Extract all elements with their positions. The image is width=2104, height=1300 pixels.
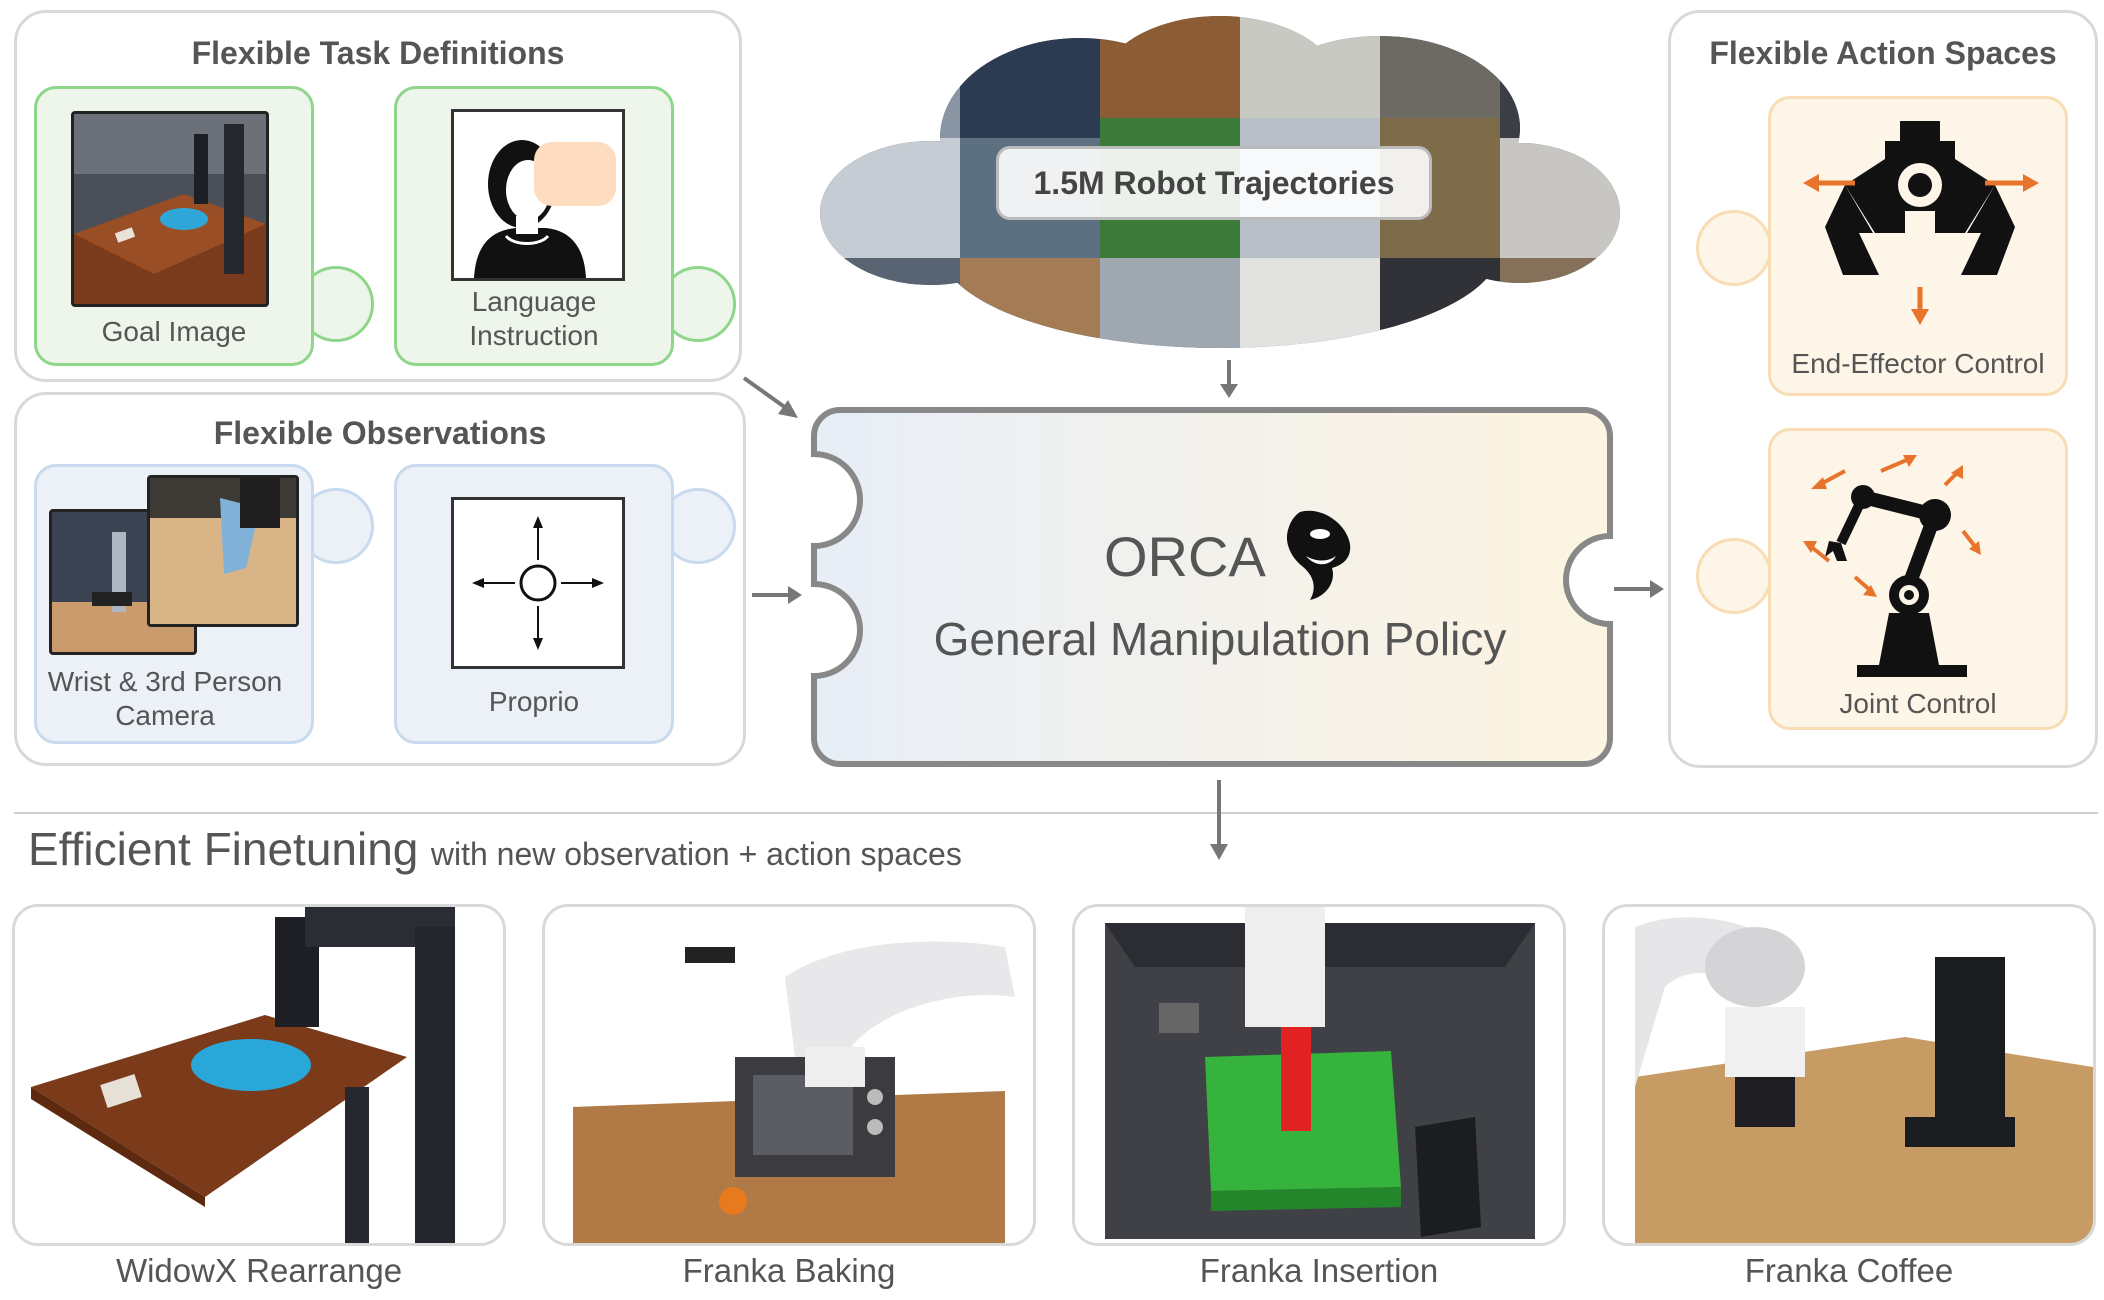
ee-control-label: End-Effector Control [1791,348,2045,379]
robot-arm-icon [1785,445,2055,685]
joint-control-label: Joint Control [1839,688,1997,719]
joint-control-card: Joint Control [1768,428,2068,730]
franka-coffee-label: Franka Coffee [1744,1252,1954,1289]
arrow-observations-to-policy [752,586,802,604]
arrow-policy-to-actions [1614,580,1664,598]
franka-coffee-thumb [1602,904,2096,1246]
camera-label-line2: Camera [115,700,215,731]
arrow-policy-to-finetuning [1210,780,1228,860]
franka-insertion-label: Franka Insertion [1199,1252,1439,1289]
franka-baking-thumb [542,904,1036,1246]
arrow-tasks-to-policy [742,376,798,418]
franka-baking-label: Franka Baking [682,1252,896,1289]
wrist-camera-photo [147,475,299,627]
action-spaces-title: Flexible Action Spaces [1709,35,2057,71]
cloud-label: 1.5M Robot Trajectories [1033,165,1395,201]
joint-puzzle-knob [1696,538,1772,614]
task-definitions-title: Flexible Task Definitions [191,35,565,71]
orca-subtitle: General Manipulation Policy [933,613,1507,665]
widowx-rearrange-label: WidowX Rearrange [115,1252,403,1289]
goal-image-label: Goal Image [101,316,247,347]
ee-puzzle-knob [1696,210,1772,286]
trajectory-cloud: 1.5M Robot Trajectories [820,8,1620,358]
camera-label-line1: Wrist & 3rd Person [47,666,283,697]
finetuning-heading: Efficient Finetuning [28,823,419,875]
language-label-line1: Language [471,286,597,317]
cloud-label-box: 1.5M Robot Trajectories [996,146,1432,220]
goal-image-photo [71,111,269,307]
camera-card: Wrist & 3rd Person Camera [34,464,314,744]
end-effector-card: End-Effector Control [1768,96,2068,396]
gripper-icon [1785,115,2055,335]
proprio-label: Proprio [488,686,580,717]
orca-name: ORCA [1104,525,1266,588]
finetuning-heading-row: Efficient Finetuning with new observatio… [28,822,962,876]
language-label-line2: Instruction [469,320,599,351]
observations-title: Flexible Observations [213,415,547,451]
person-speaking-icon [451,109,625,281]
section-divider [14,812,2098,814]
proprio-card: Proprio [394,464,674,744]
orca-whale-icon [1280,504,1360,604]
orca-policy-block: ORCA General Manipulation Policy [810,406,1614,768]
widowx-rearrange-thumb [12,904,506,1246]
franka-insertion-thumb [1072,904,1566,1246]
arrow-cloud-to-policy [1220,360,1238,398]
proprio-axes-icon [451,497,625,669]
language-instruction-card: Language Instruction [394,86,674,366]
finetuning-subheading: with new observation + action spaces [430,836,962,872]
goal-image-card: Goal Image [34,86,314,366]
